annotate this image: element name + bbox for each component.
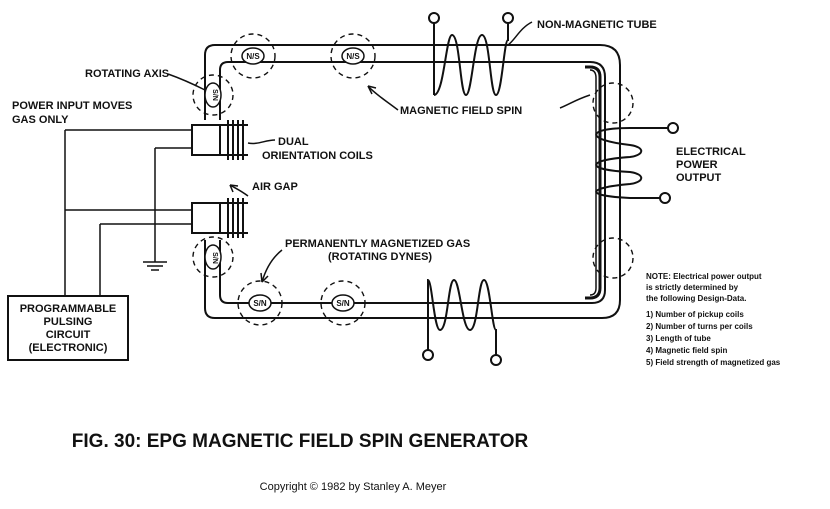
pickup-coil-bottom bbox=[422, 278, 502, 366]
power-wiring bbox=[64, 129, 192, 296]
label-perm-2: (ROTATING DYNES) bbox=[328, 251, 432, 263]
label-prog-3: CIRCUIT bbox=[46, 329, 91, 341]
note-line-5: 2) Number of turns per coils bbox=[646, 322, 753, 331]
label-power-input-1: POWER INPUT MOVES bbox=[12, 100, 132, 112]
label-air-gap: AIR GAP bbox=[252, 181, 298, 193]
domain-label-6: S/N bbox=[211, 252, 218, 264]
domain-label-1: N/S bbox=[246, 52, 260, 61]
domain-label-5: S/N bbox=[211, 89, 218, 101]
label-non-magnetic-tube: NON-MAGNETIC TUBE bbox=[537, 19, 657, 31]
note-line-1: NOTE: Electrical power output bbox=[646, 272, 762, 281]
domain-markers bbox=[192, 33, 634, 326]
note-line-7: 4) Magnetic field spin bbox=[646, 346, 727, 355]
label-electrical-3: OUTPUT bbox=[676, 172, 722, 184]
leader-lines bbox=[167, 21, 591, 283]
domain-label-4: S/N bbox=[336, 299, 350, 308]
note-line-2: is strictly determined by bbox=[646, 283, 739, 292]
note-line-4: 1) Number of pickup coils bbox=[646, 310, 744, 319]
label-electrical-2: POWER bbox=[676, 159, 718, 171]
label-dual-1: DUAL bbox=[278, 136, 309, 148]
note-line-6: 3) Length of tube bbox=[646, 334, 711, 343]
note-line-8: 5) Field strength of magnetized gas bbox=[646, 358, 781, 367]
copyright-notice: Copyright © 1982 by Stanley A. Meyer bbox=[260, 481, 447, 493]
label-perm-1: PERMANENTLY MAGNETIZED GAS bbox=[285, 238, 470, 250]
domain-label-3: S/N bbox=[253, 299, 267, 308]
label-dual-2: ORIENTATION COILS bbox=[262, 150, 373, 162]
label-rotating-axis: ROTATING AXIS bbox=[85, 68, 169, 80]
note-line-3: the following Design-Data. bbox=[646, 294, 746, 303]
label-magnetic-field-spin: MAGNETIC FIELD SPIN bbox=[400, 105, 522, 117]
label-prog-2: PULSING bbox=[44, 316, 93, 328]
pulsing-circuit-box bbox=[7, 295, 129, 361]
orientation-coil-lower bbox=[191, 198, 248, 238]
figure-title: FIG. 30: EPG MAGNETIC FIELD SPIN GENERAT… bbox=[72, 431, 529, 452]
non-magnetic-tube bbox=[204, 44, 621, 319]
label-prog-1: PROGRAMMABLE bbox=[20, 303, 117, 315]
orientation-coil-upper bbox=[191, 120, 248, 160]
domain-label-2: N/S bbox=[346, 52, 360, 61]
design-note: NOTE: Electrical power output is strictl… bbox=[646, 272, 781, 367]
pickup-coil-top bbox=[428, 12, 514, 97]
label-electrical-1: ELECTRICAL bbox=[676, 146, 746, 158]
pickup-coil-right bbox=[595, 122, 679, 204]
label-prog-4: (ELECTRONIC) bbox=[29, 342, 108, 354]
label-power-input-2: GAS ONLY bbox=[12, 114, 69, 126]
